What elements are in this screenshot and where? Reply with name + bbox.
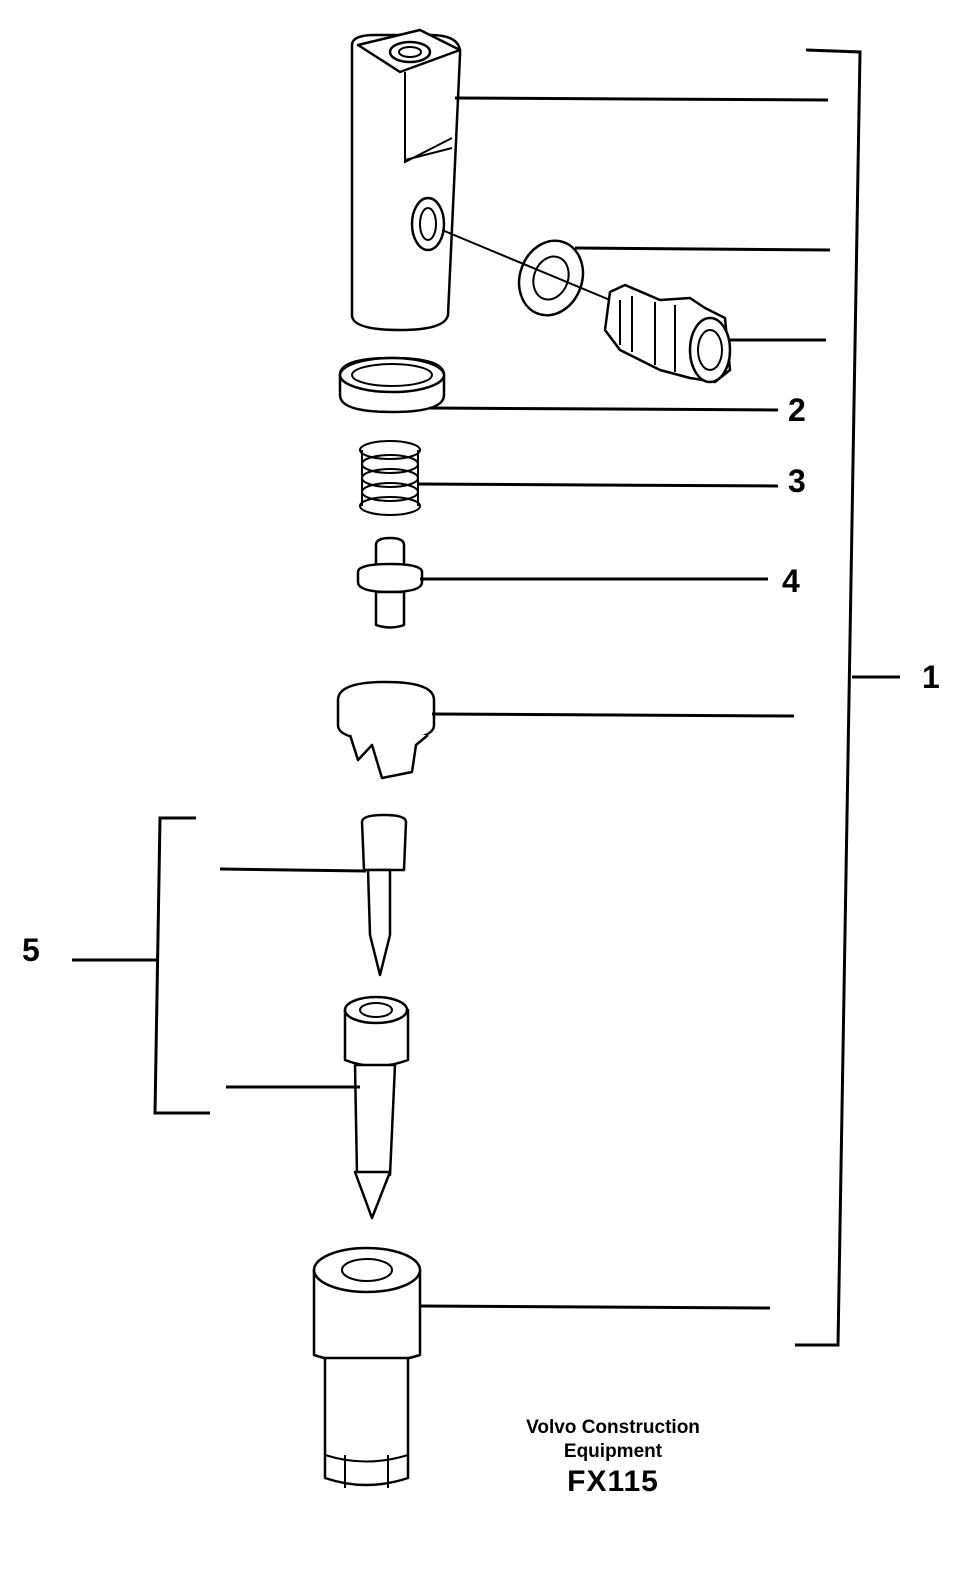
leader-needle (219, 867, 367, 873)
publisher-name-line1: Volvo Construction (526, 1417, 700, 1438)
leader-holder-body (454, 96, 829, 102)
publisher-footer: Volvo Construction Equipment FX115 (480, 1416, 746, 1500)
publisher-name-line2: Equipment (563, 1441, 663, 1462)
leader-cap-nut (419, 1304, 771, 1310)
callout-3: 3 (788, 463, 806, 499)
nozzle-needle (360, 813, 408, 977)
leader-2 (429, 406, 779, 412)
callout-4: 4 (782, 563, 800, 599)
leader-disc (431, 712, 795, 718)
nozzle-body (343, 995, 410, 1220)
leader-3 (417, 482, 779, 488)
intermediate-disc (336, 680, 436, 780)
assembly-line-washer (441, 229, 611, 301)
compression-spring (359, 440, 421, 516)
cap-nut (312, 1246, 422, 1488)
bracket-1 (795, 48, 900, 1347)
callout-5: 5 (22, 932, 40, 968)
figure-code: FX115 (567, 1465, 659, 1498)
side-sealing-washer (517, 239, 585, 317)
bracket-5 (72, 816, 210, 1115)
nozzle-holder-body (350, 28, 462, 332)
sealing-washer (338, 356, 446, 414)
connection-union (603, 283, 732, 384)
callout-2: 2 (788, 392, 806, 428)
pressure-pin (356, 536, 424, 629)
callout-1: 1 (922, 659, 940, 695)
leader-side-washer (574, 246, 831, 252)
